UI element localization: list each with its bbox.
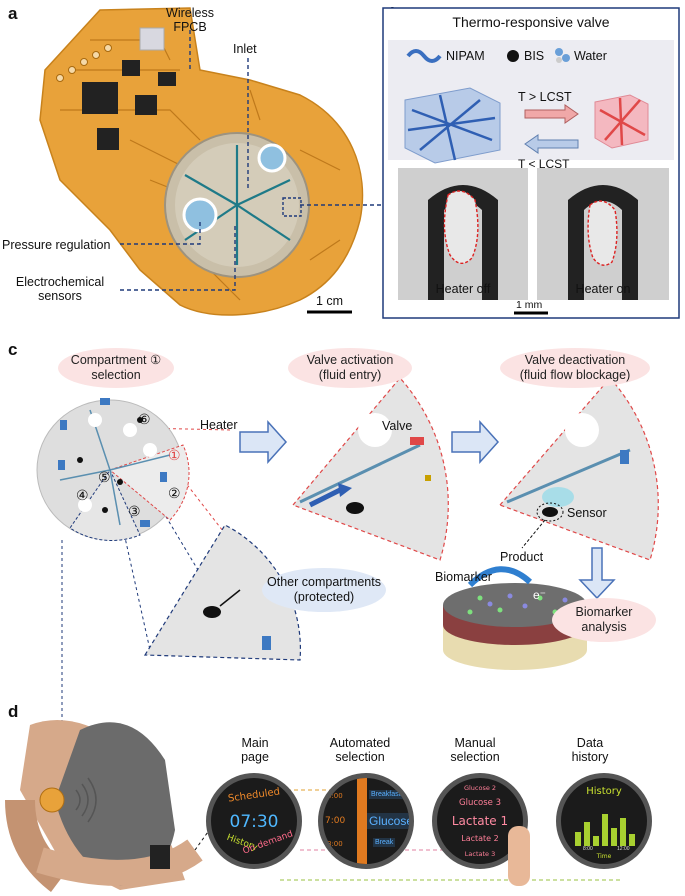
chamber (257, 143, 287, 173)
panel-label-d: d (8, 702, 19, 721)
w4-t1: 8:00 (583, 846, 593, 852)
deactivation-sector (498, 377, 659, 561)
label-sensor: Sensor (567, 506, 607, 520)
label-data-1: Data (576, 736, 604, 750)
w3-item-3[interactable]: Lactate 1 (451, 814, 509, 828)
label-pressure-regulation: Pressure regulation (2, 238, 111, 252)
scale-bar-a: 1 cm (316, 294, 344, 308)
bubble-comp-line1: Compartment ① (70, 353, 162, 367)
label-manual-2: selection (450, 750, 500, 764)
label-auto-2: selection (335, 750, 385, 764)
label-sensors: sensors (38, 289, 82, 303)
bubble-act-line1: Valve activation (306, 353, 394, 367)
label-electrochemical: Electrochemical (15, 275, 105, 289)
selected-sector (108, 444, 190, 521)
legend-bis: BIS (524, 49, 545, 63)
label-electron: e⁻ (533, 588, 547, 602)
bubble-analysis-line1: Biomarker (575, 605, 633, 619)
tank-top (55, 722, 175, 886)
label-heater: Heater (200, 418, 238, 432)
legend-water: Water (574, 49, 607, 63)
watch-automated-selection[interactable]: 6:00 Breakfast 7:00 Glucose 8:00 Break (318, 773, 414, 869)
label-t-below-lcst: T < LCST (518, 157, 570, 171)
label-wireless: Wireless (166, 6, 214, 20)
w3-item-1[interactable]: Glucose 2 (463, 784, 497, 792)
w4-bar (602, 814, 608, 846)
w4-bar (629, 834, 635, 846)
w2-t3: 8:00 (327, 840, 343, 848)
label-biomarker: Biomarker (435, 570, 492, 584)
chip (97, 128, 119, 150)
label-heater-off: Heater off (435, 282, 491, 296)
w2-e3[interactable]: Break (373, 838, 396, 847)
watch-main-page[interactable]: Scheduled 07:30 History On demand (206, 773, 302, 869)
compartment-number-6: ⑥ (138, 411, 151, 427)
finger (508, 826, 530, 886)
label-main-1: Main (241, 736, 269, 750)
w1-time: 07:30 (229, 812, 279, 832)
bubble-other-compartments: Other compartments(protected) (262, 568, 386, 612)
bubble-other-line1: Other compartments (267, 575, 381, 589)
chip (122, 60, 140, 76)
w4-bar (620, 818, 626, 846)
chip (158, 72, 176, 86)
bubble-deact-line1: Valve deactivation (524, 353, 626, 367)
label-auto-1: Automated (329, 736, 391, 750)
bubble-other-line2: (protected) (293, 590, 355, 604)
chamber (182, 197, 218, 233)
legend-nipam: NIPAM (446, 49, 485, 63)
w2-e1[interactable]: Breakfast (369, 790, 403, 799)
compartment-number-5: ⑤ (98, 469, 111, 485)
protected-sector (69, 468, 141, 541)
w3-item-5[interactable]: Lactate 3 (464, 850, 496, 858)
label-heater-on: Heater on (575, 282, 631, 296)
sensor-electrode (443, 583, 587, 627)
label-product: Product (500, 550, 544, 564)
w4-bar (593, 836, 599, 846)
w4-t2: 12:00 (617, 846, 630, 852)
label-valve: Valve (382, 419, 413, 433)
compartment-number-4: ④ (76, 487, 89, 503)
w4-axis: Time (596, 853, 612, 860)
watch-data-history[interactable]: History 8:00 12:00 Time (556, 773, 652, 869)
label-data-2: history (571, 750, 609, 764)
bubble-analysis-line2: analysis (581, 620, 627, 634)
chip (82, 82, 118, 114)
w4-title: History (586, 786, 622, 797)
w4-bar (584, 822, 590, 846)
w4-bar (575, 832, 581, 846)
bubble-comp-line2: selection (91, 368, 141, 382)
panel-label-a: a (8, 4, 18, 23)
compartment-number-3: ③ (128, 503, 141, 519)
w4-bar (611, 828, 617, 846)
label-manual-1: Manual (454, 736, 496, 750)
w3-item-4[interactable]: Lactate 2 (461, 834, 499, 843)
w2-t1: 6:00 (327, 792, 343, 800)
w2-timeline (357, 778, 367, 864)
scale-bar-b: 1 mm (516, 299, 543, 311)
bubble-deact-line2: (fluid flow blockage) (519, 368, 631, 382)
label-inlet: Inlet (233, 42, 257, 56)
antenna-chip (139, 27, 165, 51)
bubble-valve-activation: Valve activation(fluid entry) (288, 348, 412, 388)
w2-t2: 7:00 (325, 816, 346, 826)
wearable-patch (39, 787, 65, 813)
label-t-above-lcst: T > LCST (518, 90, 572, 104)
bubble-valve-deactivation: Valve deactivation(fluid flow blockage) (500, 348, 650, 388)
compartment-number-2: ② (168, 485, 181, 501)
label-main-2: page (241, 750, 269, 764)
pin-holes (56, 44, 112, 82)
w2-e2[interactable]: Glucose (367, 813, 414, 829)
bubble-act-line2: (fluid entry) (318, 368, 382, 382)
label-fpcb: FPCB (173, 20, 207, 34)
panel-label-c: c (8, 340, 18, 359)
panel-b-title: Thermo-responsive valve (452, 14, 610, 30)
compartment-number-1: ① (168, 447, 181, 463)
w1-scheduled[interactable]: Scheduled (227, 786, 281, 805)
chip (135, 95, 157, 115)
w3-item-2[interactable]: Glucose 3 (459, 798, 501, 808)
